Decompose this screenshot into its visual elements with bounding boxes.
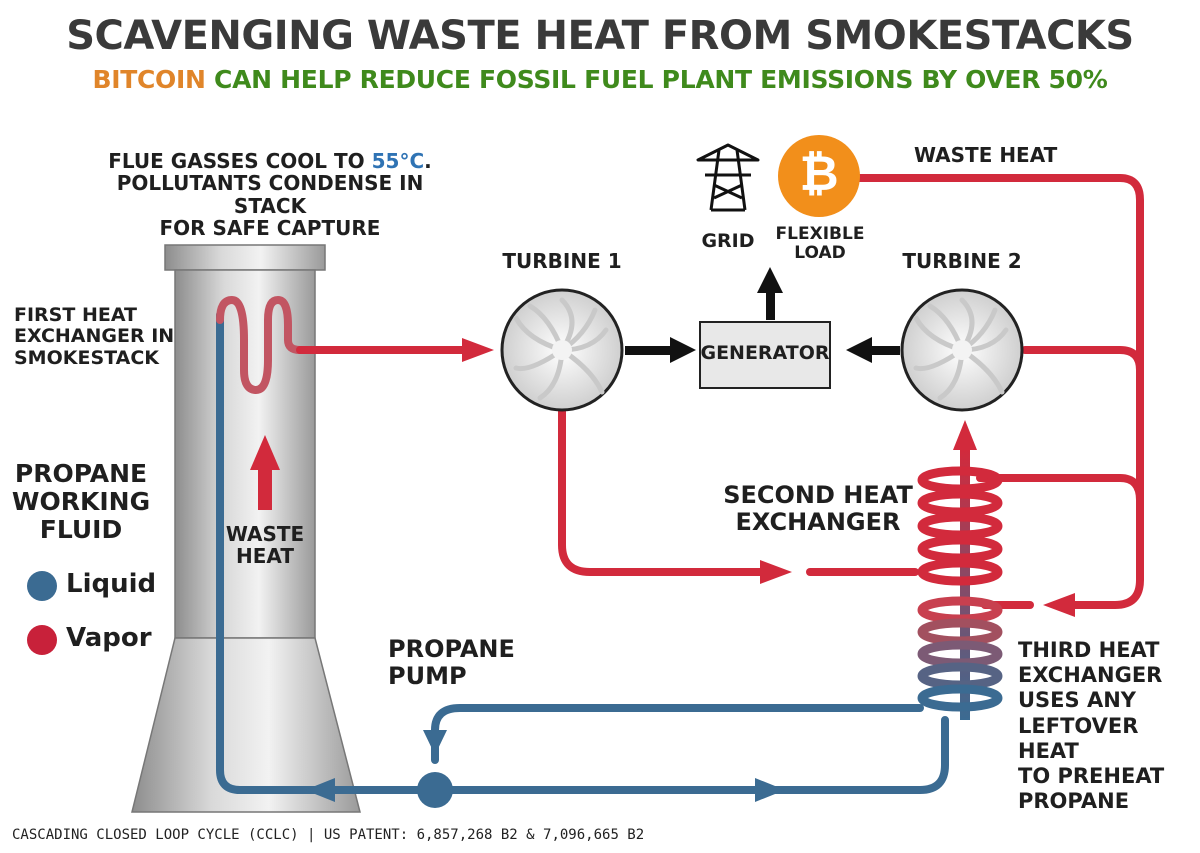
first-heat-exchanger	[216, 295, 304, 395]
generator-box	[699, 321, 831, 389]
third-heat-exchanger	[917, 596, 1003, 712]
third-hx-line2: EXCHANGER	[1018, 663, 1163, 688]
subtitle-rest: CAN HELP REDUCE FOSSIL FUEL PLANT EMISSI…	[205, 65, 1108, 94]
flue-line3: FOR SAFE CAPTURE	[159, 216, 381, 241]
pump-line1: PROPANE	[388, 635, 515, 663]
first-hx-line1: FIRST HEAT	[14, 304, 138, 326]
flue-line1: FLUE GASSES COOL TO	[108, 149, 372, 173]
flue-gas-label: FLUE GASSES COOL TO 55°C. POLLUTANTS CON…	[80, 150, 460, 240]
second-hx-line1: SECOND HEAT	[723, 481, 913, 509]
first-hx-line2: EXCHANGER IN	[14, 325, 175, 348]
legend-liquid-label: Liquid	[66, 569, 157, 599]
third-hx-line5: TO PREHEAT	[1018, 763, 1165, 788]
legend-vapor-label: Vapor	[66, 623, 152, 653]
power-arrows	[625, 267, 900, 363]
flue-line1-end: .	[424, 149, 432, 173]
flexible-load-line1: FLEXIBLE	[775, 224, 865, 244]
waste-heat-top-label: WASTE HEAT	[914, 143, 1058, 167]
waste-heat-line2: HEAT	[236, 544, 294, 569]
turbine-1-label: TURBINE 1	[502, 249, 622, 273]
page-subtitle: BITCOIN CAN HELP REDUCE FOSSIL FUEL PLAN…	[0, 66, 1200, 94]
first-hx-label: FIRST HEAT EXCHANGER IN SMOKESTACK	[14, 304, 175, 369]
flue-temp: 55°C	[371, 149, 425, 173]
turbine-2	[900, 288, 1024, 412]
subtitle-bitcoin: BITCOIN	[92, 65, 206, 94]
vapor-lines	[296, 174, 1144, 609]
vapor-arrows	[250, 338, 1075, 617]
second-hx-label: SECOND HEAT EXCHANGER	[718, 482, 918, 536]
fluid-title-line2: WORKING	[11, 487, 151, 516]
fluid-title-line1: PROPANE	[14, 459, 148, 488]
transmission-tower-icon	[696, 143, 760, 212]
pump-line2: PUMP	[388, 661, 467, 690]
pump-label: PROPANE PUMP	[388, 636, 515, 690]
generator-label: GENERATOR	[700, 342, 830, 364]
liquid-lines	[216, 311, 949, 794]
second-hx-line2: EXCHANGER	[735, 507, 901, 536]
bitcoin-icon	[778, 135, 860, 217]
flexible-load-label: FLEXIBLE LOAD	[770, 224, 870, 264]
turbine-2-label: TURBINE 2	[902, 249, 1022, 273]
propane-pump	[417, 772, 453, 808]
grid-label: GRID	[701, 230, 755, 252]
flexible-load-line2: LOAD	[794, 243, 846, 264]
waste-heat-stack-label: WASTE HEAT	[225, 523, 305, 568]
legend-liquid-dot	[27, 571, 57, 601]
second-heat-exchanger	[917, 466, 1003, 586]
fluid-title: PROPANE WORKING FLUID	[6, 460, 156, 544]
footer-patent: CASCADING CLOSED LOOP CYCLE (CCLC) | US …	[12, 827, 645, 843]
waste-heat-line1: WASTE	[225, 522, 305, 546]
turbine-1	[500, 288, 624, 412]
flue-line2: POLLUTANTS CONDENSE IN STACK	[116, 171, 424, 218]
fluid-title-line3: FLUID	[39, 515, 123, 544]
third-hx-label: THIRD HEAT EXCHANGER USES ANY LEFTOVER H…	[1018, 638, 1200, 814]
legend-vapor-dot	[27, 625, 57, 655]
page-title: SCAVENGING WASTE HEAT FROM SMOKESTACKS	[66, 13, 1134, 59]
third-hx-line1: THIRD HEAT	[1018, 638, 1160, 662]
third-hx-line4: LEFTOVER HEAT	[1018, 713, 1139, 763]
bitcoin-symbol: ₿	[799, 146, 839, 202]
third-hx-line6: PROPANE	[1018, 789, 1130, 814]
liquid-arrows	[305, 730, 785, 802]
third-hx-line3: USES ANY	[1018, 688, 1136, 713]
first-hx-line3: SMOKESTACK	[14, 346, 159, 369]
